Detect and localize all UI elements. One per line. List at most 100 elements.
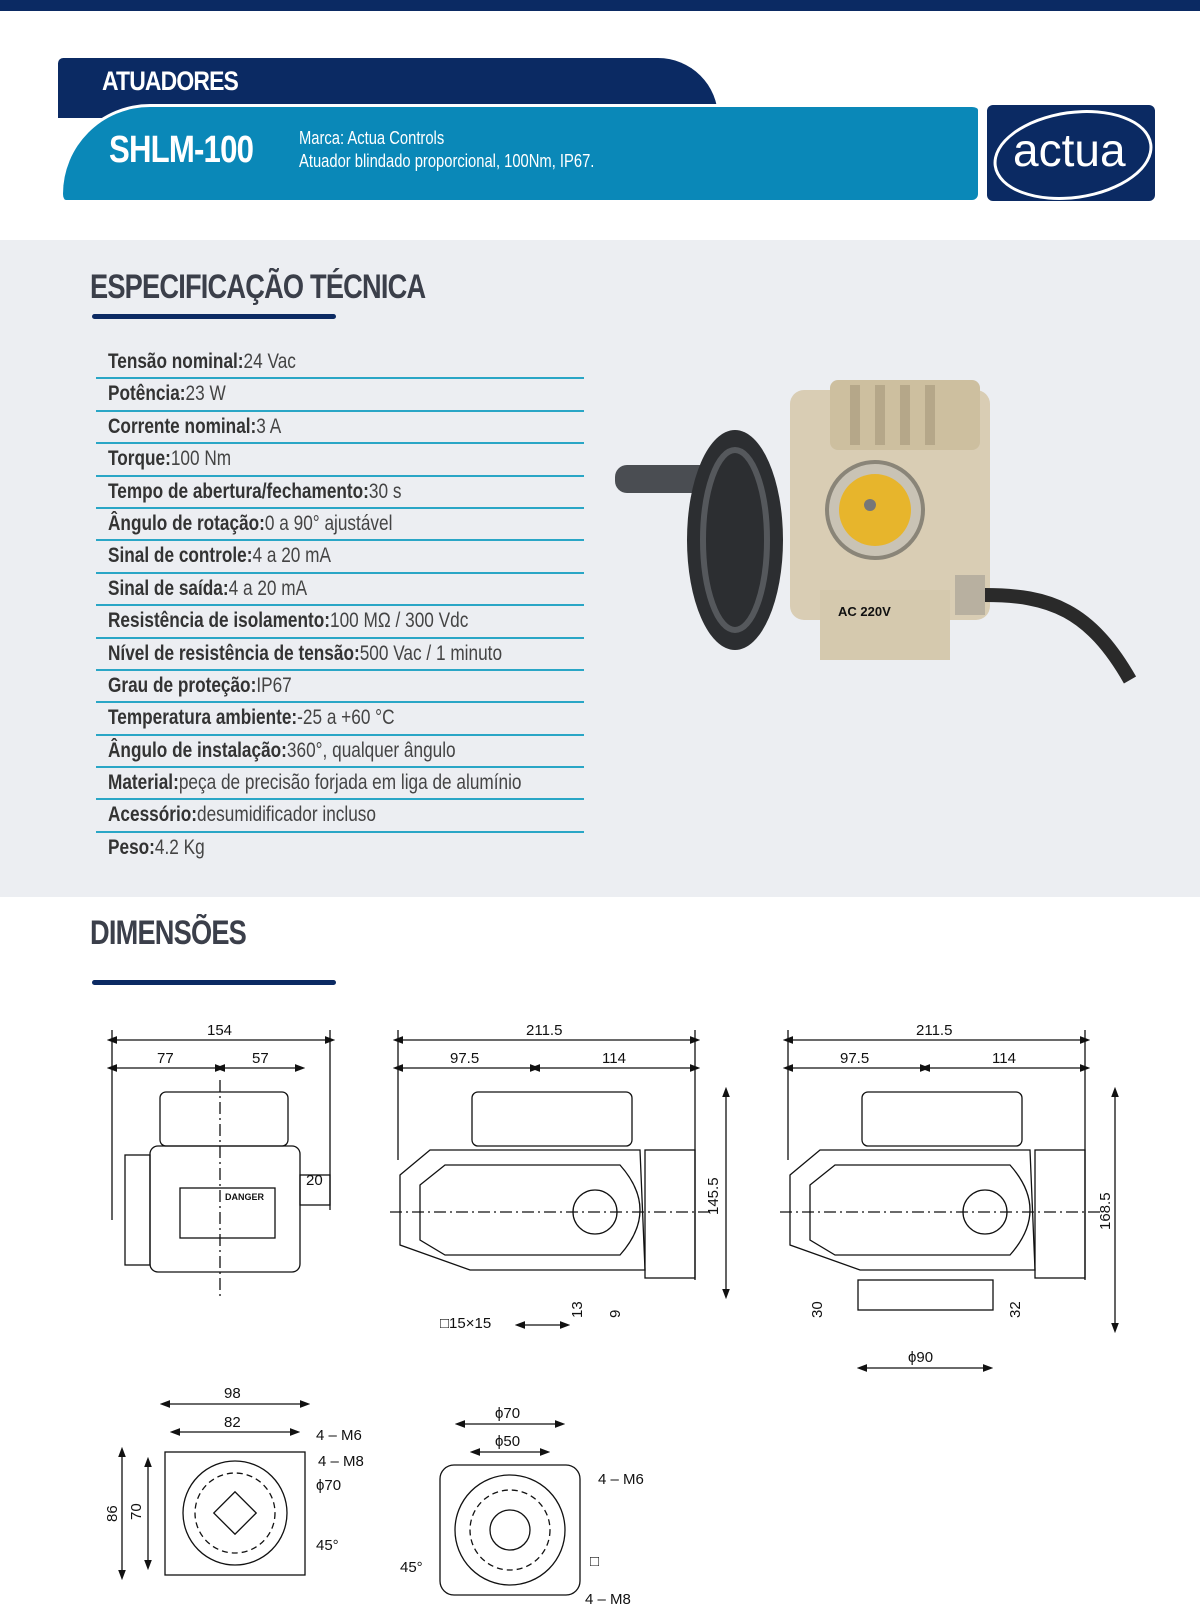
- dim-front-total: 154: [207, 1022, 232, 1039]
- spec-row: Grau de proteção:IP67: [96, 671, 584, 704]
- spec-label: Grau de proteção:: [108, 673, 257, 697]
- spec-row: Sinal de controle:4 a 20 mA: [96, 541, 584, 574]
- dim-base2-square: □: [590, 1553, 599, 1570]
- spec-label: Sinal de saída:: [108, 576, 229, 600]
- spec-label: Resistência de isolamento:: [108, 609, 331, 633]
- voltage-plate: AC 220V: [838, 604, 891, 619]
- spec-row: Sinal de saída:4 a 20 mA: [96, 574, 584, 607]
- dim-base1-82: 82: [224, 1414, 241, 1431]
- base-view-1-drawing: [118, 1400, 311, 1581]
- dim-side1-right: 114: [602, 1050, 626, 1067]
- spec-value: 500 Vac / 1 minuto: [359, 641, 503, 665]
- spec-value: IP67: [256, 673, 292, 697]
- dim-base1-dia: ϕ70: [316, 1477, 341, 1494]
- brand-line: Marca: Actua Controls: [299, 128, 445, 148]
- dim-base1-98: 98: [224, 1385, 241, 1402]
- product-description: Marca: Actua Controls Atuador blindado p…: [299, 127, 594, 173]
- spec-row: Torque:100 Nm: [96, 444, 584, 477]
- dim-base2-m6: 4 – M6: [598, 1471, 644, 1488]
- dim-base1-m6: 4 – M6: [316, 1427, 362, 1444]
- spec-value: 30 s: [368, 479, 402, 503]
- spec-row: Peso:4.2 Kg: [96, 833, 584, 865]
- spec-value: 24 Vac: [243, 350, 296, 373]
- actuator-photo: AC 220V: [615, 380, 1137, 684]
- dim-front-side: 20: [306, 1172, 323, 1189]
- side-view-2-drawing: [780, 1030, 1119, 1372]
- spec-value: 100 MΩ / 300 Vdc: [330, 609, 469, 633]
- spec-label: Corrente nominal:: [108, 414, 257, 438]
- spec-value: 0 a 90° ajustável: [264, 511, 393, 535]
- dim-base2-angle: 45°: [400, 1559, 423, 1576]
- spec-title-underline: [92, 314, 336, 319]
- front-view-drawing: [106, 1030, 336, 1300]
- spec-value: desumidificador incluso: [197, 803, 376, 827]
- spec-value: 360°, qualquer ângulo: [286, 738, 456, 762]
- spec-value: -25 a +60 °C: [297, 706, 395, 730]
- spec-row: Acessório:desumidificador incluso: [96, 800, 584, 833]
- dim-side2-32: 32: [1007, 1301, 1024, 1318]
- spec-value: 23 W: [185, 382, 226, 406]
- spec-value: 4 a 20 mA: [228, 576, 308, 600]
- spec-section: [0, 240, 1200, 897]
- dim-base2-50: ϕ50: [495, 1433, 520, 1450]
- model-name: SHLM-100: [109, 129, 254, 171]
- spec-label: Temperatura ambiente:: [108, 706, 298, 730]
- dim-side2-30: 30: [809, 1301, 826, 1318]
- dim-side1-13: 13: [569, 1301, 586, 1318]
- dim-front-left: 77: [157, 1050, 174, 1067]
- spec-value: 4 a 20 mA: [252, 544, 331, 568]
- danger-label: DANGER: [225, 1192, 265, 1202]
- dim-side2-total: 211.5: [916, 1022, 952, 1039]
- description-line: Atuador blindado proporcional, 100Nm, IP…: [299, 151, 595, 171]
- spec-row: Nível de resistência de tensão:500 Vac /…: [96, 639, 584, 671]
- dim-base2-m8: 4 – M8: [585, 1591, 631, 1608]
- dim-side1-square: □15×15: [440, 1315, 491, 1332]
- spec-row: Corrente nominal:3 A: [96, 412, 584, 445]
- dim-side1-left: 97.5: [450, 1050, 479, 1067]
- base-view-2-drawing: [439, 1420, 581, 1596]
- spec-label: Potência:: [108, 382, 186, 406]
- spec-label: Torque:: [108, 447, 171, 471]
- spec-label: Peso:: [108, 835, 155, 859]
- dim-base2-70: ϕ70: [495, 1405, 520, 1422]
- dim-base1-86: 86: [104, 1505, 121, 1522]
- actua-logo: actua: [987, 105, 1155, 201]
- spec-value: peça de precisão forjada em liga de alum…: [178, 771, 522, 795]
- dim-side2-dia: ϕ90: [908, 1349, 933, 1366]
- dim-side2-left: 97.5: [840, 1050, 869, 1067]
- spec-label: Acessório:: [108, 803, 198, 827]
- spec-label: Material:: [108, 771, 179, 795]
- dim-side2-right: 114: [992, 1050, 1016, 1067]
- spec-label: Ângulo de rotação:: [108, 511, 265, 535]
- spec-label: Tensão nominal:: [108, 350, 244, 373]
- dim-side2-height: 168.5: [1097, 1192, 1114, 1230]
- spec-row: Temperatura ambiente:-25 a +60 °C: [96, 703, 584, 736]
- spec-label: Ângulo de instalação:: [108, 738, 287, 762]
- spec-row: Material:peça de precisão forjada em lig…: [96, 768, 584, 801]
- category-label: ATUADORES: [102, 66, 239, 96]
- spec-value: 4.2 Kg: [154, 835, 205, 859]
- spec-row: Ângulo de rotação:0 a 90° ajustável: [96, 509, 584, 542]
- spec-title: ESPECIFICAÇÃO TÉCNICA: [90, 268, 426, 306]
- dim-base1-70: 70: [128, 1503, 145, 1520]
- dim-side1-9: 9: [607, 1310, 624, 1318]
- spec-label: Tempo de abertura/fechamento:: [108, 479, 369, 503]
- dimension-drawings: 154 77 57 20 DANGER 211.5 97.5 114 145.5…: [104, 1022, 1119, 1608]
- spec-value: 100 Nm: [170, 447, 232, 471]
- spec-row: Tempo de abertura/fechamento:30 s: [96, 477, 584, 509]
- product-header: SHLM-100 Marca: Actua Controls Atuador b…: [60, 104, 978, 200]
- dim-side1-total: 211.5: [526, 1022, 562, 1039]
- top-bar: [0, 0, 1200, 11]
- spec-label: Sinal de controle:: [108, 544, 253, 568]
- dim-base1-angle: 45°: [316, 1537, 339, 1554]
- spec-row: Resistência de isolamento:100 MΩ / 300 V…: [96, 606, 584, 639]
- spec-row: Ângulo de instalação:360°, qualquer ângu…: [96, 736, 584, 769]
- side-view-1-drawing: [390, 1030, 730, 1329]
- spec-label: Nível de resistência de tensão:: [108, 641, 360, 665]
- spec-row: Tensão nominal:24 Vac: [96, 347, 584, 380]
- dim-front-right: 57: [252, 1050, 269, 1067]
- spec-value: 3 A: [256, 414, 282, 438]
- dimensions-title-underline: [92, 980, 336, 985]
- spec-row: Potência:23 W: [96, 379, 584, 412]
